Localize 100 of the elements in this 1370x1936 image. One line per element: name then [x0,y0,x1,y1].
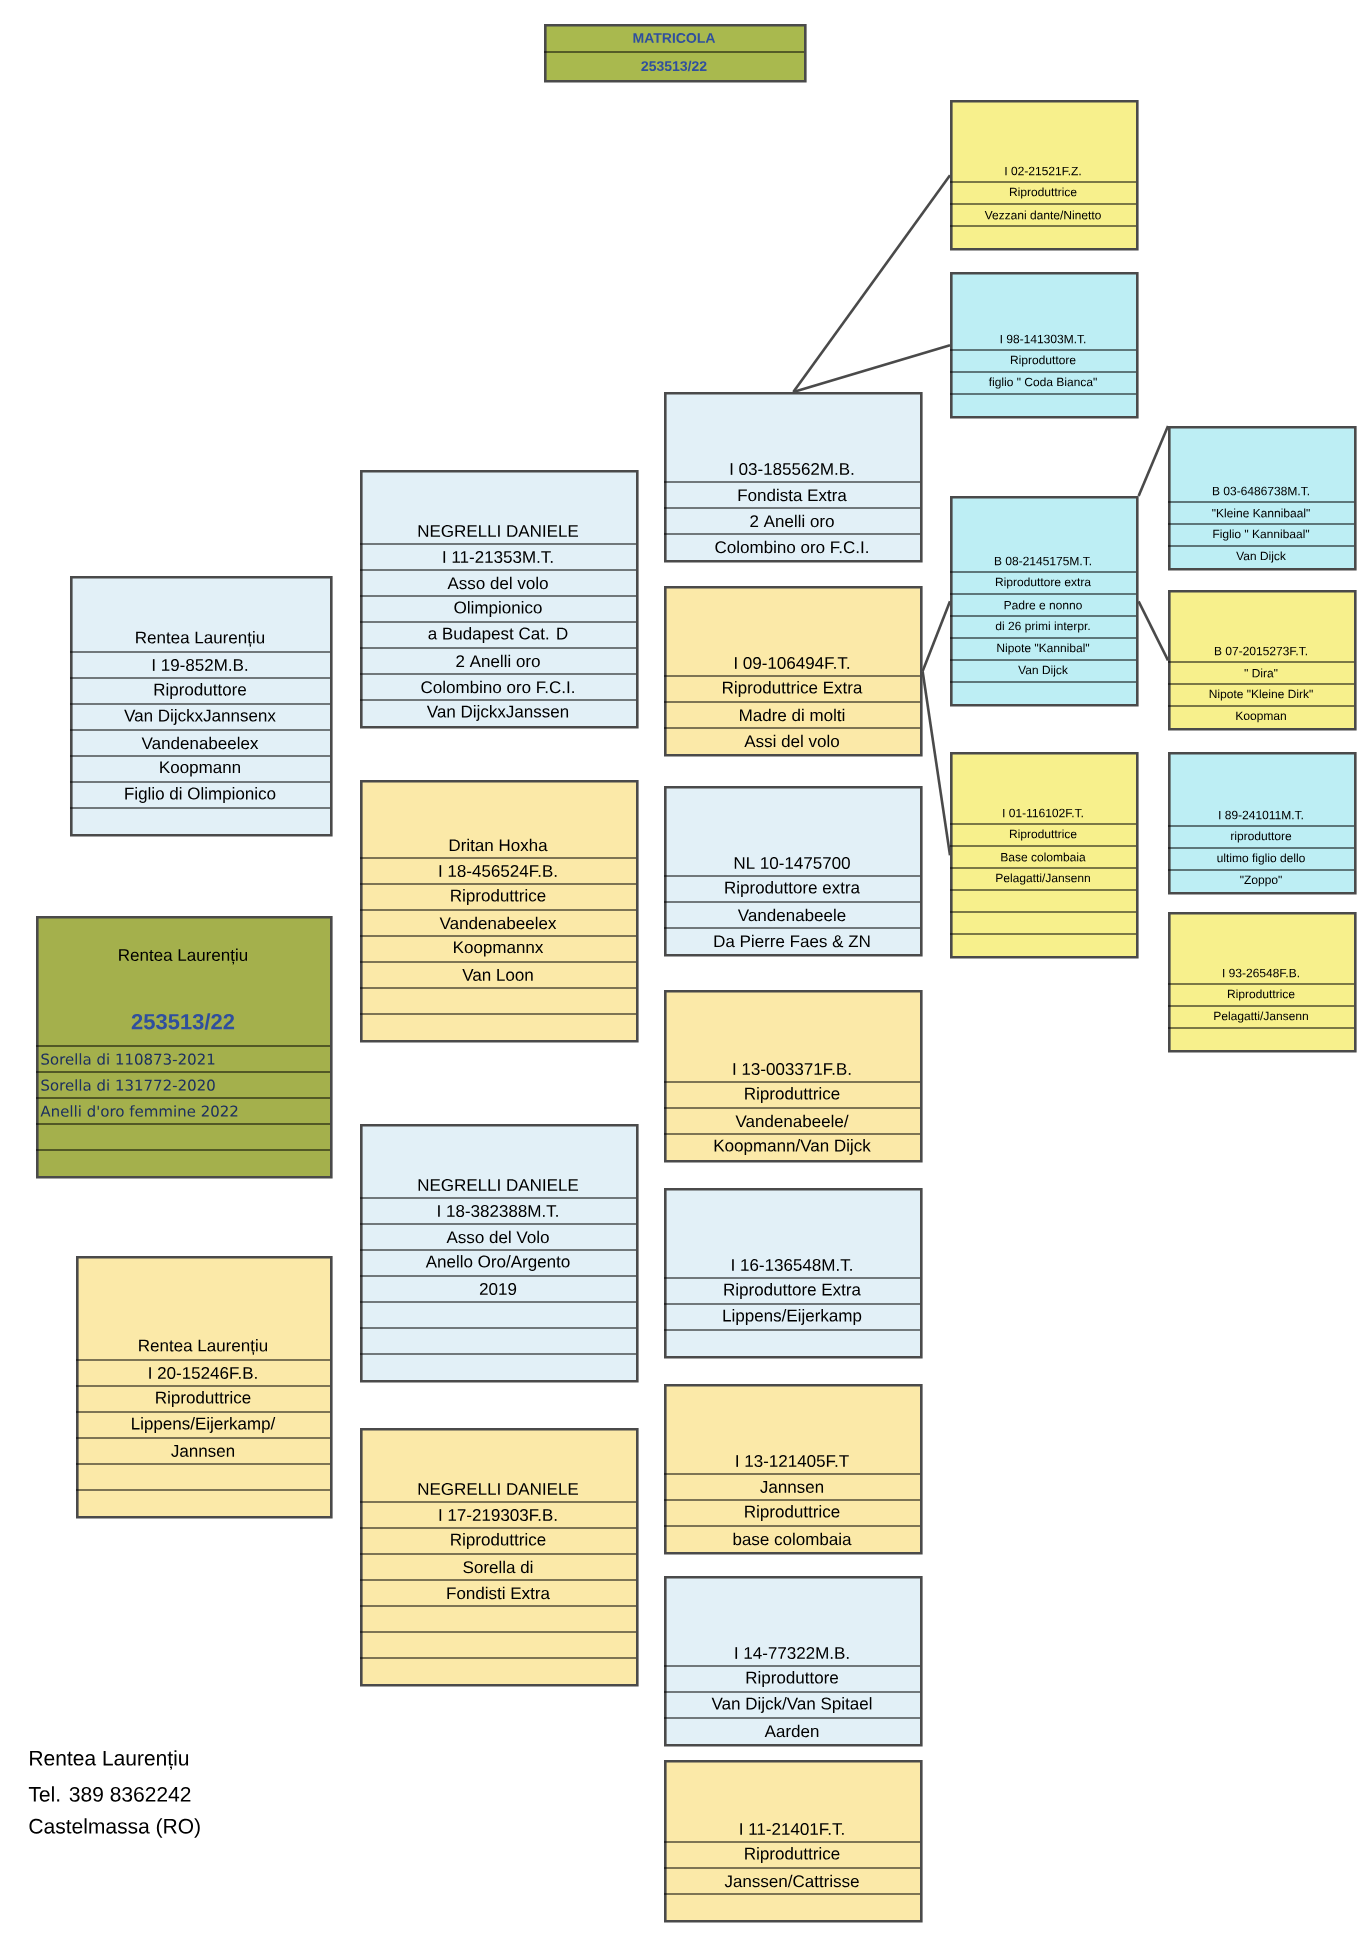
card-text: Riproduttrice [745,1505,840,1521]
card-text: NEGRELLI DANIELE [418,525,578,537]
card-text: Aarden [764,1724,819,1738]
card-text: 253513/22 [131,1013,235,1030]
card-text: 2 Anelli oro [456,654,540,668]
card-text: Sorella di [463,1560,533,1574]
pedigree-card [949,496,1139,707]
card-text: Asso del volo [447,576,548,590]
card-text: Koopmann/Van Dijck [714,1139,871,1155]
card-text: NL 10-1475700 [734,857,850,869]
contact-text: Castelmassa (RO) [29,1818,200,1838]
pedigree-card [949,100,1139,251]
pedigree-card [1167,912,1357,1053]
card-text: I 13-003371F.B. [733,1063,851,1075]
card-text: Colombino oro F.C.I. [421,680,574,694]
card-text: NEGRELLI DANIELE [418,1179,578,1191]
card-text: Da Pierre Faes & ZN [714,934,870,948]
pedigree-card [359,470,639,729]
card-text: Van DijckxJannsenx [124,709,276,725]
pedigree-card [1167,752,1357,895]
card-text: a Budapest Cat. D [428,627,568,643]
card-text: I 11-21401F.T. [740,1823,844,1836]
card-text: I 09-106494F.T. [735,657,850,669]
card-text: Fondisti Extra [447,1586,550,1600]
card-text: 2 Anelli oro [750,514,834,528]
card-text: Colombino oro F.C.I. [715,540,868,554]
card-text: Riproduttrice [156,1391,251,1407]
card-text: Riproduttore extra [725,881,860,897]
card-text: I 11-21353M.T. [443,551,553,563]
connector-line [1137,425,1170,497]
contact-text: Tel. 389 8362242 [28,1786,191,1802]
card-text: Koopmann [160,761,240,777]
card-text: I 18-456524F.B. [439,865,557,877]
connector-line [921,600,952,672]
pedigree-card [663,786,923,957]
card-text: Dritan Hoxha [449,838,548,852]
card-text: I 17-219303F.B. [439,1509,557,1522]
pedigree-card [663,1760,923,1923]
pedigree-card [359,1124,639,1383]
card-text: Asso del Volo [446,1230,549,1244]
card-text: 2019 [479,1283,517,1295]
connector-line [921,671,952,856]
card-text: Riproduttrice [745,1847,840,1863]
pedigree-card [949,752,1139,959]
card-text: Janssen/Cattrisse [724,1874,859,1888]
connector-line [1137,600,1170,661]
card-text: Riproduttrice Extra [723,681,863,697]
card-text: Riproduttore [154,683,246,699]
card-text: Anello Oro/Argento [425,1255,570,1271]
card-text: I 03-185562M.B. [730,463,854,475]
card-text: Riproduttrice [451,1533,546,1549]
card-text: base colombaia [733,1532,852,1546]
pedigree-card [663,586,923,757]
card-text: Vandenabeele/ [735,1114,849,1128]
card-text: Jannsen [171,1445,234,1457]
card-text: Jannsen [760,1481,824,1493]
card-text: Rentea Laurențiu [139,1339,268,1355]
card-text: Riproduttore [746,1671,838,1687]
card-text: Vandenabeelex [141,736,259,750]
card-text: Vandenabeelex [439,916,557,930]
card-text: I 14-77322M.B. [735,1647,849,1660]
pedigree-card [663,1384,923,1555]
card-text: NEGRELLI DANIELE [418,1483,578,1495]
card-text: Madre di molti [740,708,845,722]
card-text: Rentea Laurențiu [119,948,248,965]
card-text: Van Loon [462,969,533,981]
pedigree-card [359,780,639,1043]
card-text: Riproduttore Extra [724,1283,861,1299]
card-text: I 16-136548M.T. [732,1259,852,1271]
pedigree-card [663,990,923,1163]
card-text: Fondista Extra [738,488,847,502]
card-text: Vandenabeele [737,908,846,922]
card-text: I 13-121405F.T [736,1455,849,1467]
card-text: Van DijckxJanssen [426,705,569,721]
card-text: I 18-382388M.T. [438,1205,558,1217]
pedigree-card [543,24,807,83]
card-text: I 19-852M.B. [152,659,248,671]
card-text: Lippens/Eijerkamp/ [132,1417,276,1433]
card-text: Rentea Laurențiu [136,631,265,647]
pedigree-card [35,916,333,1179]
connector-line [792,344,951,394]
pedigree-card [663,1188,923,1359]
pedigree-card [949,272,1139,419]
pedigree-card [75,1256,333,1519]
connector-line [792,174,952,393]
contact-text: Rentea Laurențiu [30,1750,189,1770]
pedigree-card [69,576,333,837]
pedigree-card [1167,426,1357,571]
card-text: Riproduttrice [451,889,546,905]
card-text: Lippens/Eijerkamp [723,1309,862,1325]
card-text: Koopmannx [454,941,544,957]
pedigree-card [359,1428,639,1687]
card-text: I 20-15246F.B. [149,1367,257,1379]
pedigree-card [663,1576,923,1747]
card-text: Assi del volo [744,734,839,748]
card-text: Van Dijck/Van Spitael [711,1697,872,1713]
pedigree-card [663,392,923,563]
card-text: Olimpionico [454,601,542,617]
card-text: Figlio di Olimpionico [125,787,276,803]
card-text: Riproduttrice [745,1087,840,1103]
